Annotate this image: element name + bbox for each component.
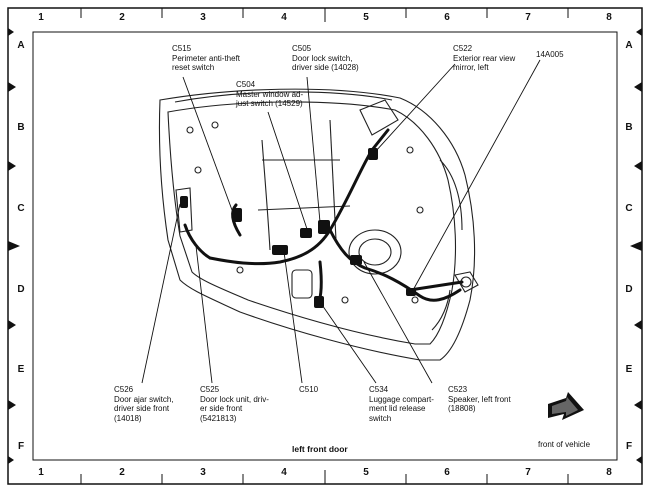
callout-c510: C510 bbox=[299, 385, 319, 394]
grid-column-1: 1 bbox=[38, 12, 44, 23]
leader-lines bbox=[141, 59, 541, 384]
harness-connectors bbox=[180, 148, 416, 308]
grid-row-e: E bbox=[17, 364, 25, 375]
grid-column-4: 4 bbox=[281, 12, 287, 23]
grid-row-c-right: C bbox=[625, 203, 633, 214]
door-panel-outline bbox=[158, 88, 479, 361]
grid-column-5-bottom: 5 bbox=[363, 467, 369, 478]
callout-c515: C515 Perimeter anti-theft reset switch bbox=[172, 44, 241, 72]
grid-column-7-bottom: 7 bbox=[525, 467, 531, 478]
callout-c525: C525 Door lock unit, driv- er side front… bbox=[200, 385, 269, 423]
callout-c522: C522 Exterior rear view mirror, left bbox=[453, 44, 516, 72]
grid-row-f: F bbox=[17, 441, 25, 452]
callout-c523: C523 Speaker, left front (18808) bbox=[448, 385, 511, 413]
grid-row-d: D bbox=[17, 284, 25, 295]
inner-frame bbox=[32, 31, 618, 461]
grid-column-6: 6 bbox=[444, 12, 450, 23]
grid-column-3-bottom: 3 bbox=[200, 467, 206, 478]
wiring-harness bbox=[183, 128, 464, 307]
outer-frame bbox=[7, 7, 643, 485]
grid-column-8: 8 bbox=[606, 12, 612, 23]
grid-row-b: B bbox=[17, 122, 25, 133]
front-of-vehicle-label: front of vehicle bbox=[538, 440, 591, 449]
grid-column-2-bottom: 2 bbox=[119, 467, 125, 478]
front-of-vehicle-arrow-icon bbox=[548, 392, 584, 420]
grid-column-8-bottom: 8 bbox=[606, 467, 612, 478]
grid-row-d-right: D bbox=[625, 284, 633, 295]
grid-column-5: 5 bbox=[363, 12, 369, 23]
grid-row-a: A bbox=[17, 40, 25, 51]
callout-c526: C526 Door ajar switch, driver side front… bbox=[114, 385, 174, 423]
diagram-title: left front door bbox=[292, 444, 348, 454]
grid-column-7: 7 bbox=[525, 12, 531, 23]
column-ticks bbox=[80, 8, 569, 484]
grid-row-c: C bbox=[17, 203, 25, 214]
grid-row-a-right: A bbox=[625, 40, 633, 51]
grid-column-2: 2 bbox=[119, 12, 125, 23]
grid-column-6-bottom: 6 bbox=[444, 467, 450, 478]
grid-column-1-bottom: 1 bbox=[38, 467, 44, 478]
grid-row-b-right: B bbox=[625, 122, 633, 133]
grid-column-4-bottom: 4 bbox=[281, 467, 287, 478]
callout-14a005: 14A005 bbox=[536, 50, 564, 59]
callout-c504: C504 Master window ad- just switch (1452… bbox=[236, 80, 304, 108]
grid-column-3: 3 bbox=[200, 12, 206, 23]
grid-row-e-right: E bbox=[625, 364, 633, 375]
grid-row-f-right: F bbox=[625, 441, 633, 452]
callout-c534: C534 Luggage compart- ment lid release s… bbox=[369, 385, 434, 423]
row-markers bbox=[8, 28, 642, 464]
callout-c505: C505 Door lock switch, driver side (1402… bbox=[292, 44, 359, 72]
